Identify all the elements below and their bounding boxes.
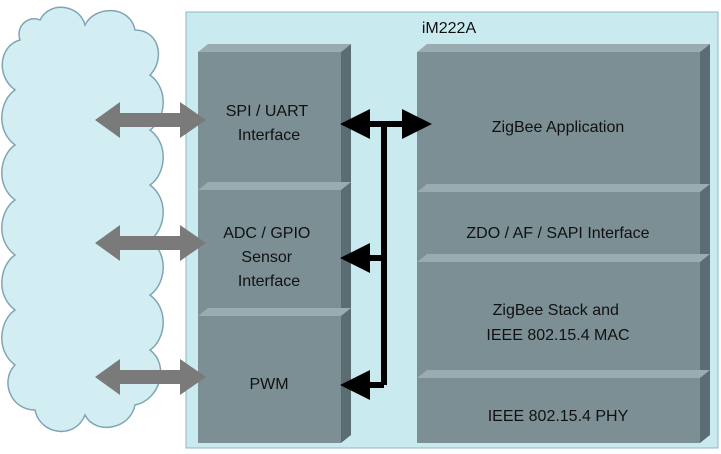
interface-block-spi-uart: SPI / UART Interface	[198, 44, 351, 190]
zdo-af-sapi-label: ZDO / AF / SAPI Interface	[466, 225, 649, 242]
stack-block-zdo-af-sapi: ZDO / AF / SAPI Interface	[417, 184, 710, 262]
ieee-phy-label: IEEE 802.15.4 PHY	[488, 408, 629, 425]
gray-arrow-adc-gpio	[95, 225, 206, 261]
adc-gpio-label-line3: Interface	[238, 273, 300, 290]
svg-text:ADC / GPIO Sensor: ADC / GPIO Sensor Interface	[223, 225, 315, 290]
stack-block-zigbee-application: ZigBee Application	[417, 44, 710, 192]
zigbee-stack-label-line1: ZigBee Stack and	[493, 302, 619, 319]
spi-uart-label-line1: SPI / UART	[226, 103, 309, 120]
adc-gpio-label-line2: Sensor	[241, 249, 292, 266]
svg-text:SPI / UART Interface: SPI / UART Interface	[226, 103, 313, 144]
external-cloud	[1, 6, 164, 432]
svg-text:IEEE 802.15.4 PHY: IEEE 802.15.4 PHY	[488, 408, 629, 425]
interface-block-pwm: PWM	[198, 308, 351, 443]
interface-block-adc-gpio: ADC / GPIO Sensor Interface	[198, 182, 351, 316]
internal-bus	[340, 109, 432, 400]
gray-arrow-spi-uart	[95, 102, 206, 138]
gray-arrow-pwm	[95, 359, 206, 395]
spi-uart-label-line2: Interface	[238, 127, 300, 144]
svg-text:ZigBee Application: ZigBee Application	[492, 119, 625, 136]
pwm-label: PWM	[249, 376, 288, 393]
stack-block-zigbee-stack-mac: ZigBee Stack and IEEE 802.15.4 MAC	[417, 254, 710, 378]
svg-text:PWM: PWM	[249, 376, 288, 393]
svg-text:ZigBee Stack and IEEE 80: ZigBee Stack and IEEE 802.15.4 MAC	[486, 302, 629, 344]
zigbee-stack-label-line2: IEEE 802.15.4 MAC	[486, 327, 629, 344]
adc-gpio-label-line1: ADC / GPIO	[223, 225, 310, 242]
svg-text:ZDO / AF / SAPI Interface: ZDO / AF / SAPI Interface	[466, 225, 649, 242]
stack-block-ieee-phy: IEEE 802.15.4 PHY	[417, 370, 710, 443]
module-title: iM222A	[422, 20, 477, 37]
zigbee-application-label: ZigBee Application	[492, 119, 625, 136]
